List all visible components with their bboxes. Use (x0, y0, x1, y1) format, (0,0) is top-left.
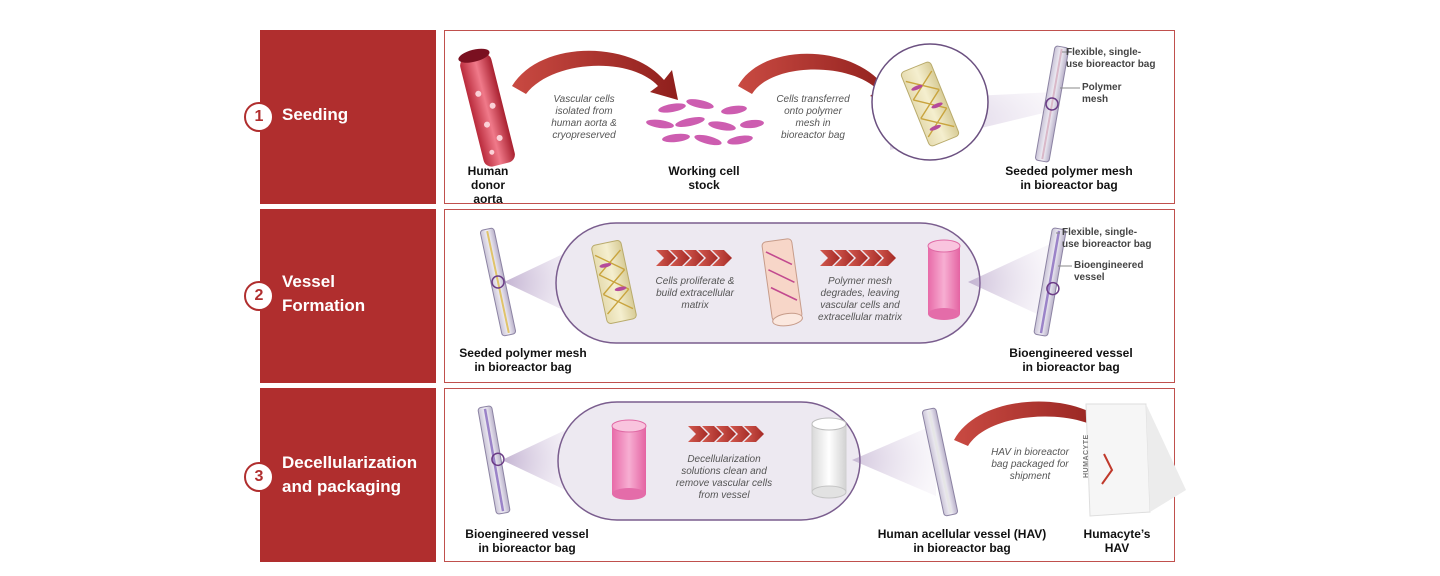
label-bioengineered-vessel: Bioengineered vessel in bioreactor bag (465, 527, 589, 555)
bioreactor-bag-illustration (477, 405, 511, 515)
caption-decellularization: Decellularization solutions clean and re… (675, 454, 773, 501)
label-working-cell-stock: Working cell stock (668, 164, 740, 192)
pink-vessel-tube (611, 419, 647, 500)
humacyte-package-illustration (1085, 403, 1186, 517)
callout-bioengineered-vessel: Bioengineered vessel (1074, 260, 1144, 283)
step-title: Seeding (282, 105, 349, 124)
bioreactor-bag-illustration (1035, 45, 1069, 163)
bioreactor-bag-illustration (921, 407, 959, 517)
cell-stock-illustration (646, 99, 764, 146)
label-seeded-polymer-mesh: Seeded polymer mesh in bioreactor bag (1005, 164, 1133, 192)
curved-arrow (738, 53, 896, 104)
curved-arrow (954, 401, 1124, 446)
callout-bioreactor-bag: Flexible, single- use bioreactor bag (1062, 227, 1152, 250)
step-number-badge: 1 (244, 102, 274, 132)
label-human-donor-aorta: Human donor aorta (467, 164, 509, 206)
step-number-badge: 3 (244, 462, 274, 492)
callout-polymer-mesh: Polymer mesh (1082, 82, 1122, 105)
degrading-mesh-tube (761, 238, 803, 327)
magnified-mesh-illustration (871, 43, 1056, 161)
process-chevron-arrow (656, 250, 732, 266)
step-title: Decellularization and packaging (282, 453, 418, 496)
label-seeded-polymer-mesh: Seeded polymer mesh in bioreactor bag (459, 346, 587, 374)
label-human-acellular-vessel: Human acellular vessel (HAV) in bioreact… (877, 527, 1047, 555)
step-3-decellularization: 3 Decellularization and packaging (244, 388, 436, 562)
humacyte-box-brand: HUMACYTE (1083, 434, 1090, 478)
curved-arrow (512, 50, 678, 100)
caption-cells-transferred: Cells transferred onto polymer mesh in b… (776, 94, 850, 141)
callout-bioreactor-bag: Flexible, single- use bioreactor bag (1066, 47, 1156, 70)
caption-cells-proliferate: Cells proliferate & build extracellular … (655, 276, 735, 311)
step-title: Vessel Formation (282, 272, 366, 315)
process-chevron-arrow (688, 426, 764, 442)
bioreactor-bag-illustration (1033, 227, 1067, 337)
step-1-seeding: 1 Seeding (244, 30, 436, 204)
label-bioengineered-vessel: Bioengineered vessel in bioreactor bag (1009, 346, 1133, 374)
caption-cells-isolated: Vascular cells isolated from human aorta… (551, 94, 617, 141)
step-number-badge: 2 (244, 281, 274, 311)
seeded-mesh-tube (591, 239, 637, 325)
process-chevron-arrow (820, 250, 896, 266)
pink-vessel-tube (927, 239, 961, 320)
step-2-vessel-formation: 2 Vessel Formation (244, 209, 436, 383)
caption-mesh-degrades: Polymer mesh degrades, leaving vascular … (818, 276, 902, 323)
bioreactor-bag-illustration (479, 227, 517, 337)
caption-hav-packaged: HAV in bioreactor bag packaged for shipm… (991, 447, 1069, 482)
aorta-illustration (458, 48, 515, 167)
white-vessel-tube (811, 417, 847, 499)
label-humacyte-hav: Humacyte’s HAV (1083, 527, 1151, 555)
